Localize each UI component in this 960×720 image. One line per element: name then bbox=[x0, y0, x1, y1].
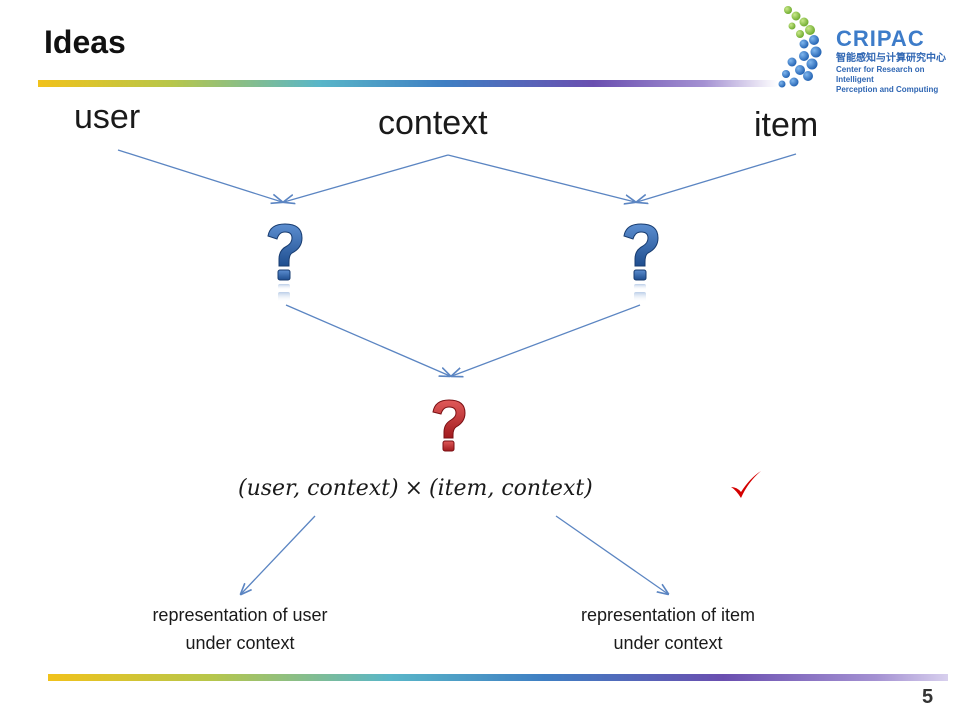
node-item: item bbox=[754, 106, 819, 144]
arrow-context-to-q1 bbox=[284, 154, 449, 202]
bottom-gradient-rule bbox=[48, 674, 948, 681]
top-gradient-rule bbox=[38, 80, 778, 87]
question-mark-icon bbox=[432, 399, 466, 452]
node-user: user bbox=[74, 98, 141, 136]
arrow-item-to-q2 bbox=[637, 153, 797, 202]
caption-item-representation: representation of item under context bbox=[548, 601, 788, 657]
question-mark-icon bbox=[267, 223, 303, 302]
node-context: context bbox=[378, 104, 488, 142]
caption-item-line-1: representation of item bbox=[580, 605, 756, 625]
slide-title: Ideas bbox=[44, 24, 126, 60]
caption-user-line-1: representation of user bbox=[152, 605, 328, 625]
formula-left: (user, context) bbox=[238, 476, 399, 501]
logo-name: CRIPAC bbox=[836, 26, 925, 51]
arrow-formula-to-user-rep bbox=[241, 515, 316, 594]
formula-right: (item, context) bbox=[429, 476, 593, 501]
logo-text: CRIPAC 智能感知与计算研究中心 Center for Research o… bbox=[836, 28, 960, 95]
arrow-q2-to-q3 bbox=[452, 304, 641, 376]
cripac-logo-icon bbox=[778, 6, 822, 88]
arrow-user-to-q1 bbox=[117, 149, 282, 202]
arrow-formula-to-item-rep bbox=[555, 515, 668, 594]
arrow-context-to-q2 bbox=[447, 154, 635, 202]
caption-user-representation: representation of user under context bbox=[120, 601, 360, 657]
formula: (user, context)×(item, context) bbox=[238, 476, 593, 501]
logo-english-line-2: Perception and Computing bbox=[836, 85, 939, 94]
caption-item-line-2: under context bbox=[613, 633, 723, 653]
arrow-q1-to-q3 bbox=[285, 304, 450, 376]
page-number: 5 bbox=[922, 686, 934, 708]
check-mark-icon bbox=[731, 471, 761, 498]
formula-operator: × bbox=[404, 476, 424, 501]
logo-english-line-1: Center for Research on Intelligent bbox=[836, 65, 925, 84]
caption-user-line-2: under context bbox=[185, 633, 295, 653]
logo-chinese-name: 智能感知与计算研究中心 bbox=[836, 53, 946, 64]
question-mark-icon bbox=[623, 223, 659, 302]
